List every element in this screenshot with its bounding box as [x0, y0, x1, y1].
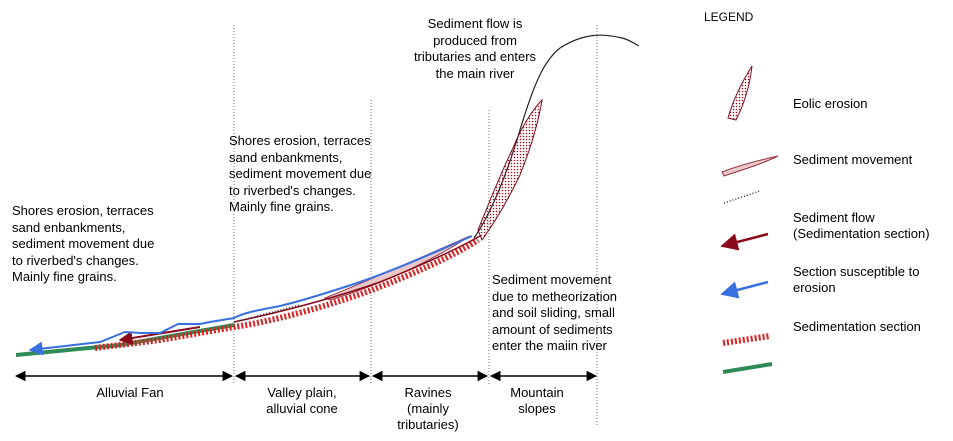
- zone-label-valley-plain: Valley plain, alluvial cone: [266, 385, 338, 416]
- erosion-section-line: [28, 235, 473, 356]
- legend-label-sediment-movement: Sediment movement: [793, 152, 913, 167]
- legend-label-eolic-erosion: Eolic erosion: [793, 96, 868, 111]
- valley-note: Shores erosion, terraces sand enbankment…: [229, 133, 372, 214]
- legend-label-sedimentation-section: Sedimentation section: [793, 319, 921, 334]
- sediment-flow-symbol: [723, 190, 761, 204]
- sedimentation-section: [94, 237, 480, 351]
- zone-label-alluvial-fan: Alluvial Fan: [96, 385, 164, 400]
- riverbed-line-symbol: [722, 362, 773, 374]
- legend-symbols: [720, 65, 779, 374]
- sedimentation-section-symbol: [722, 333, 771, 346]
- sediment-flow-line: [233, 235, 481, 323]
- mountain-note: Sediment movement due to metheorization …: [492, 272, 618, 353]
- alluvial-fan-note: Shores erosion, terraces sand enbankment…: [12, 203, 155, 284]
- eolic-erosion-zone: [477, 98, 543, 242]
- zone-label-mountain-slopes: Mountain slopes: [510, 385, 564, 416]
- legend-label-sediment-flow: Sediment flow (Sedimentation section): [793, 210, 930, 241]
- legend-label-erosion-section: Section susceptible to erosion: [793, 264, 920, 295]
- sediment-flow-legend-arrow: [720, 232, 769, 251]
- sediment-movement-symbol: [721, 155, 779, 177]
- eolic-erosion-symbol: [727, 65, 753, 121]
- zone-label-ravines: Ravines (mainly tributaries): [397, 385, 459, 432]
- zone-boundaries: [233, 25, 598, 425]
- erosion-section-symbol: [720, 280, 769, 299]
- tributaries-note: Sediment flow is produced from tributari…: [413, 16, 537, 81]
- legend-title: LEGEND: [704, 10, 754, 24]
